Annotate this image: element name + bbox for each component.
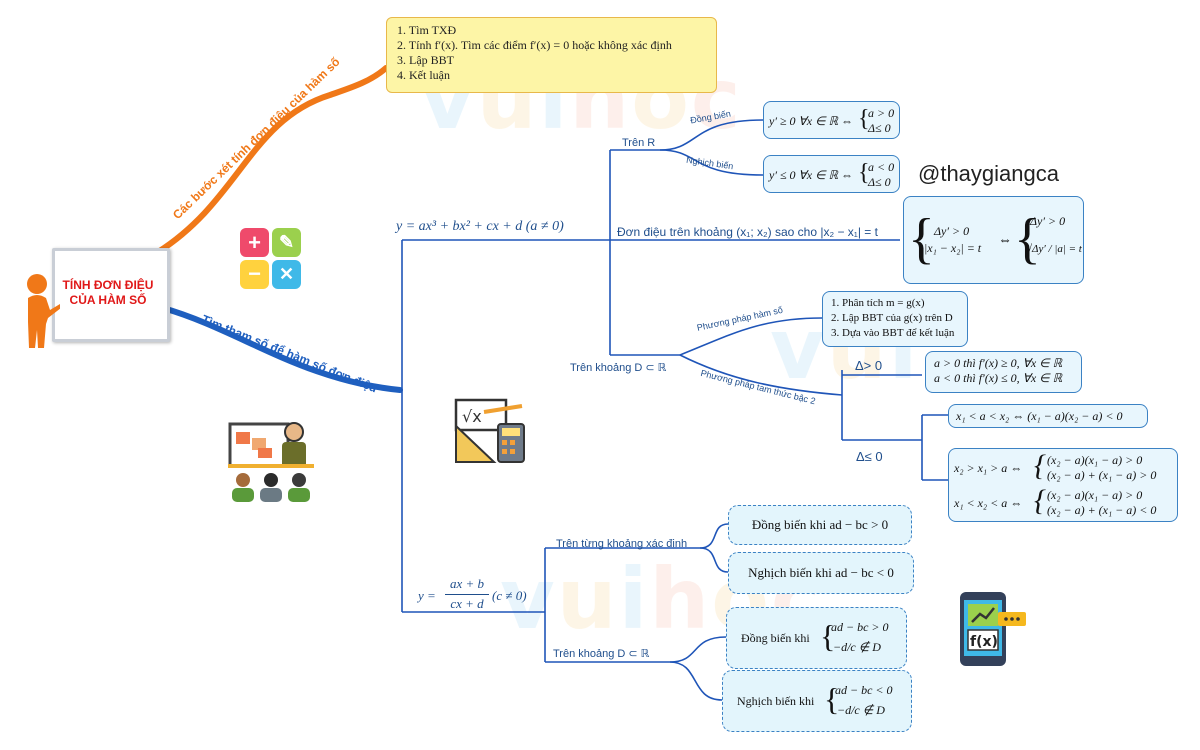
interval-left-1: Δy′ > 0 (934, 224, 970, 238)
delta-b-c1-1: (x₂ − a)(x₁ − a) > 0 (1047, 453, 1143, 467)
delta-pos-box: a > 0 thì f′(x) ≥ 0, ∀x ∈ ℝ a < 0 thì f′… (925, 351, 1082, 393)
rational-inc-text: Đồng biến khi ad − bc > 0 (751, 517, 889, 532)
interval-length-label: Đơn điệu trên khoảng (x₁; x₂) sao cho |x… (617, 225, 878, 239)
delta-b-c1-lead: x₂ > x₁ > a ⇔ (954, 461, 1023, 475)
rational-D-dec-lead: Nghịch biến khi (737, 694, 815, 708)
cubic-formula: y = ax³ + bx² + cx + d (a ≠ 0) (396, 219, 564, 234)
rational-inc-box: Đồng biến khi ad − bc > 0 (728, 505, 912, 545)
interval-left-2: |x₁ − x₂| = t (924, 241, 982, 255)
step-1: 1. Tìm TXĐ (397, 23, 457, 37)
increasing-R-lead: y′ ≥ 0 ∀x ∈ ℝ ⇔ (769, 114, 854, 128)
rational-den: cx + d (450, 596, 484, 611)
phone-fx-icon: f(x) (960, 592, 1026, 666)
rational-D-dec-2: −d/c ∉ D (837, 703, 885, 717)
rational-D-inc-1: ad − bc > 0 (831, 620, 889, 634)
increasing-R-c2: Δ≤ 0 (868, 121, 891, 135)
on-D-label: Trên khoảng D ⊂ ℝ (570, 362, 667, 374)
rational-num: ax + b (449, 576, 485, 591)
decreasing-R-c2: Δ≤ 0 (868, 175, 891, 189)
interval-iff: ⇔ (998, 233, 1012, 248)
presenter-person-icon (27, 274, 60, 348)
delta-pos-label: Δ> 0 (855, 358, 883, 373)
delta-b-c2-2: (x₂ − a) + (x₁ − a) < 0 (1047, 503, 1157, 517)
whiteboard (52, 248, 170, 342)
delta-b-c2-1: (x₂ − a)(x₁ − a) > 0 (1047, 488, 1143, 502)
center-title-line2: CỦA HÀM SỐ (69, 293, 147, 307)
rational-prefix: y = (418, 588, 436, 603)
rational-dec-box: Nghịch biến khi ad − bc < 0 (728, 552, 914, 594)
steps-box: 1. Tìm TXĐ 2. Tính f′(x). Tìm các điểm f… (386, 17, 717, 93)
rational-dec-text: Nghịch biến khi ad − bc < 0 (748, 565, 894, 580)
author-handle: @thaygiangca (918, 161, 1059, 186)
delta-pos-1: a > 0 thì f′(x) ≥ 0, ∀x ∈ ℝ (934, 356, 1063, 370)
increasing-R-box: y′ ≥ 0 ∀x ∈ ℝ ⇔ { a > 0 Δ≤ 0 (763, 101, 900, 139)
decreasing-R-lead: y′ ≤ 0 ∀x ∈ ℝ ⇔ (769, 168, 854, 182)
svg-text:f(x): f(x) (970, 634, 998, 650)
each-interval-label: Trên từng khoảng xác định (556, 538, 688, 550)
rational-D-dec-box: Nghịch biến khi { ad − bc < 0 −d/c ∉ D (722, 670, 912, 732)
rational-D-dec-1: ad − bc < 0 (835, 683, 893, 697)
rational-D-inc-2: −d/c ∉ D (833, 640, 881, 654)
method1-box: 1. Phân tích m = g(x) 2. Lập BBT của g(x… (822, 291, 968, 347)
svg-text:√x: √x (462, 407, 482, 426)
center-title: TÍNH ĐƠN ĐIỆU CỦA HÀM SỐ (52, 278, 164, 308)
delta-a-text: x₁ < a < x₂ ⇔ (x₁ − a)(x₂ − a) < 0 (956, 409, 1123, 423)
method1-step-2: 2. Lập BBT của g(x) trên D (831, 312, 953, 324)
rational-D-inc-box: Đồng biến khi { ad − bc > 0 −d/c ∉ D (726, 607, 907, 669)
increasing-R-c1: a > 0 (868, 106, 895, 120)
center-node[interactable]: TÍNH ĐƠN ĐIỆU CỦA HÀM SỐ (20, 248, 170, 348)
on-R-label: Trên R (622, 137, 656, 149)
decreasing-R-box: y′ ≤ 0 ∀x ∈ ℝ ⇔ { a < 0 Δ≤ 0 (763, 155, 900, 193)
rational-D-inc-lead: Đồng biến khi (741, 631, 810, 645)
center-title-line1: TÍNH ĐƠN ĐIỆU (62, 278, 154, 292)
step-4: 4. Kết luận (397, 68, 450, 82)
interval-length-box: { Δy′ > 0 |x₁ − x₂| = t ⇔ { Δy′ > 0 √Δy′… (903, 196, 1084, 284)
decreasing-R-c1: a < 0 (868, 160, 895, 174)
interval-right-2: √Δy′ / |a| = t (1026, 243, 1082, 255)
delta-a-box: x₁ < a < x₂ ⇔ (x₁ − a)(x₂ − a) < 0 (948, 404, 1148, 428)
interval-right-1: Δy′ > 0 (1030, 214, 1066, 228)
delta-b-c1-2: (x₂ − a) + (x₁ − a) > 0 (1047, 468, 1157, 482)
delta-b-c2-lead: x₁ < x₂ < a ⇔ (954, 496, 1023, 510)
math-tools-icon: √x (454, 398, 525, 463)
rational-suffix: (c ≠ 0) (492, 588, 527, 603)
step-2: 2. Tính f′(x). Tìm các điểm f′(x) = 0 ho… (397, 38, 672, 52)
rational-formula: y = ax + b cx + d (c ≠ 0) (418, 576, 538, 616)
classroom-icon (228, 422, 314, 502)
delta-neg-label: Δ≤ 0 (856, 449, 883, 464)
method1-step-1: 1. Phân tích m = g(x) (831, 297, 925, 309)
calculator-icon: + ✎ − ✕ (240, 228, 302, 290)
delta-pos-2: a < 0 thì f′(x) ≤ 0, ∀x ∈ ℝ (934, 371, 1063, 385)
rational-on-D-label: Trên khoảng D ⊂ ℝ (553, 648, 650, 660)
delta-b-box: x₂ > x₁ > a ⇔ { (x₂ − a)(x₁ − a) > 0 (x₂… (948, 448, 1178, 522)
step-3: 3. Lập BBT (397, 53, 454, 67)
method1-step-3: 3. Dựa vào BBT để kết luận (831, 327, 955, 339)
